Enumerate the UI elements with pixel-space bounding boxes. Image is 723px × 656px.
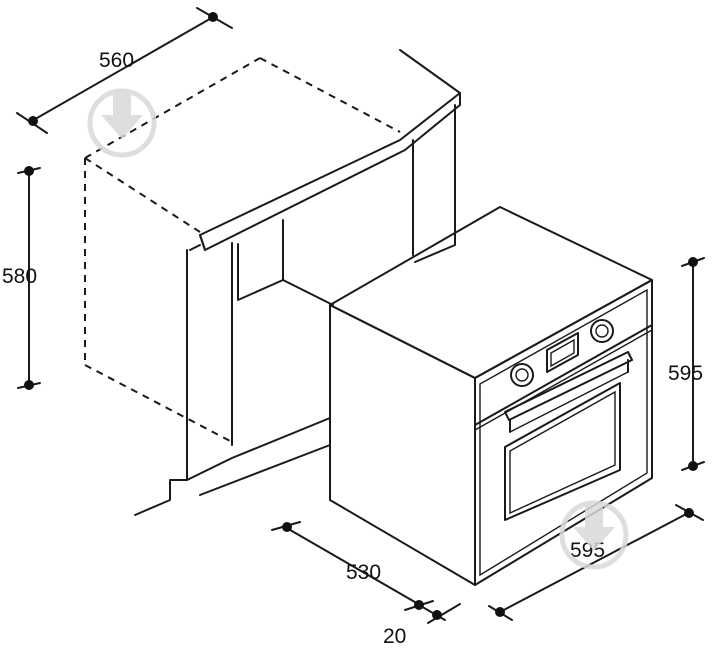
- oven-front: [474, 279, 653, 586]
- download-arrow-icon: [87, 88, 157, 158]
- door-handle: [504, 351, 633, 421]
- dimension-front-depth: 20: [383, 603, 461, 648]
- oven-window: [504, 382, 621, 521]
- installation-niche-outline: [84, 57, 401, 443]
- oven-side: [329, 304, 476, 586]
- cabinet-width-label: 560: [99, 49, 134, 72]
- download-arrow-icon: [559, 500, 629, 570]
- countertop-front: [199, 92, 461, 251]
- right-knob: [590, 319, 614, 343]
- oven-height-label: 595: [668, 362, 703, 385]
- dimension-oven-depth: 530: [271, 521, 434, 611]
- display-panel: [546, 332, 579, 373]
- oven: [329, 206, 653, 586]
- dimension-cabinet-height: 580: [2, 166, 41, 390]
- front-depth-label: 20: [383, 625, 406, 648]
- dimension-cabinet-width: 560: [16, 7, 233, 134]
- dimension-oven-height: 595: [668, 257, 705, 471]
- cabinet: [134, 49, 461, 516]
- cabinet-height-label: 580: [2, 265, 37, 288]
- oven-depth-label: 530: [346, 561, 381, 584]
- left-knob: [510, 363, 534, 387]
